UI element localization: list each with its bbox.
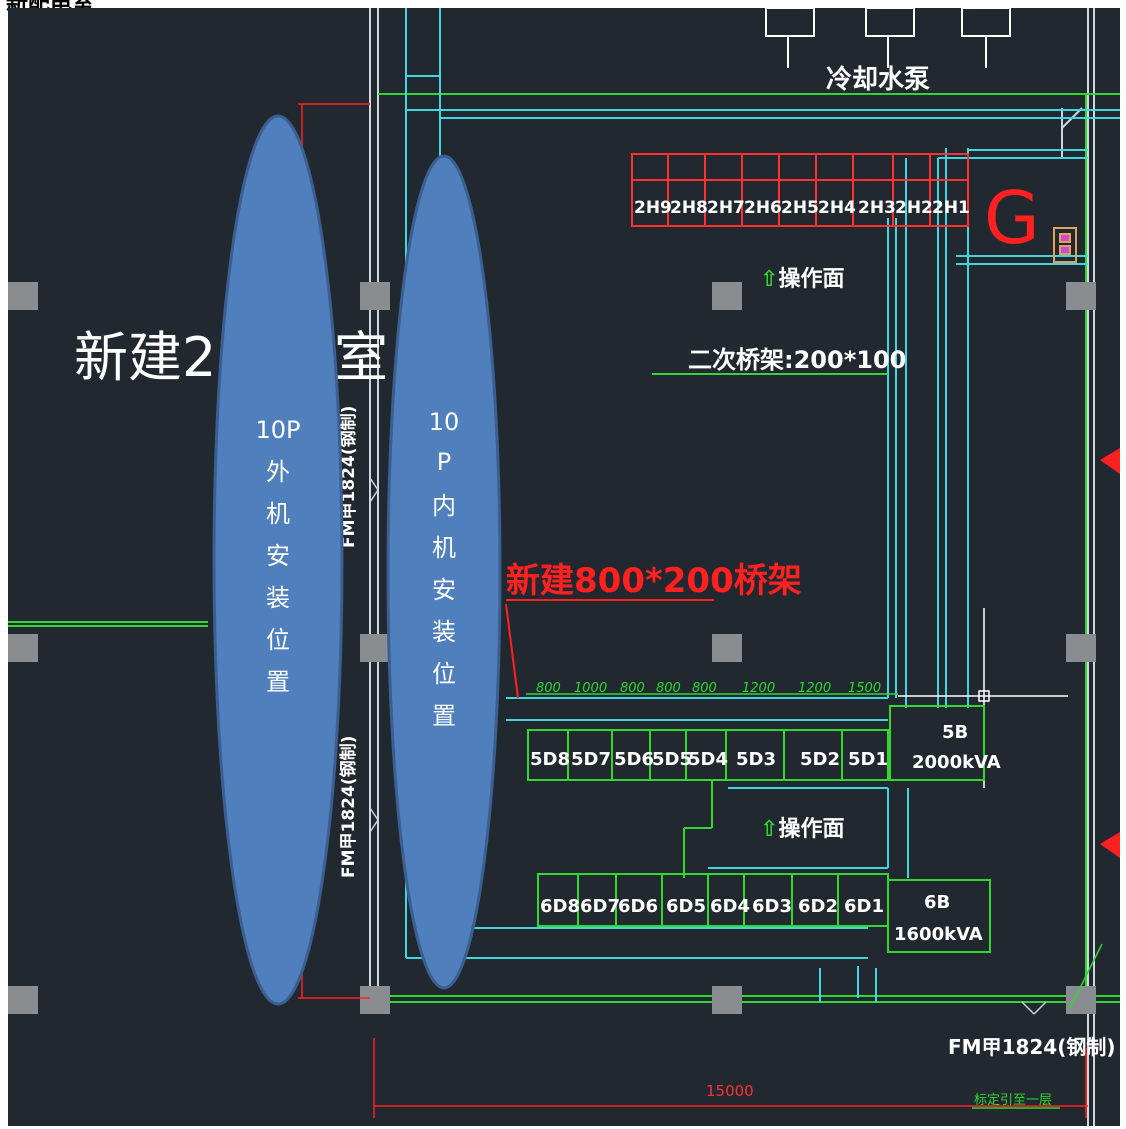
panel-row-5d [527, 705, 985, 878]
indoor-line-5: 安 [432, 576, 456, 604]
indoor-line-2: P [437, 448, 451, 476]
panel-5d4: 5D4 [688, 749, 728, 770]
indoor-line-8: 置 [432, 702, 456, 730]
indoor-unit-ellipse [386, 154, 502, 990]
structural-columns [8, 282, 1096, 1014]
bottom-dimension [373, 1038, 1088, 1118]
dim-7: 1200 [798, 681, 831, 696]
dim-1: 800 [536, 681, 561, 696]
operation-face-label-top: ⇧操作面 [760, 267, 844, 292]
indoor-line-3: 内 [432, 492, 456, 520]
outdoor-line-3: 机 [266, 500, 290, 528]
operation-face-text-bottom: 操作面 [778, 817, 844, 842]
cooling-pump-label: 冷却水泵 [826, 64, 930, 95]
outdoor-line-4: 安 [266, 542, 290, 570]
outdoor-unit-annotation: 10P 外 机 安 装 位 置 [212, 114, 344, 1006]
outdoor-line-2: 外 [266, 458, 290, 486]
outdoor-line-6: 位 [266, 626, 290, 654]
fire-door-left-label: FM甲1824(钢制) [338, 736, 359, 878]
equipment-icon-right [1053, 227, 1077, 263]
panel-row-6d [537, 873, 991, 953]
cooling-pump-boxes [765, 8, 1011, 68]
alarm-markers [1100, 448, 1120, 858]
panel-6d3: 6D3 [752, 896, 792, 917]
panel-row-2h [631, 153, 969, 227]
panel-labels-2h: 2H9 2H8 2H7 2H6 2H5 2H4 2H3 2H2 2H1 [634, 198, 970, 218]
dim-5: 800 [692, 681, 717, 696]
panel-2h1: 2H1 [932, 198, 970, 218]
dim-4: 800 [656, 681, 681, 696]
panel-2h3: 2H3 [858, 198, 896, 218]
panel-5d5: 5D5 [652, 749, 692, 770]
panel-labels-5d: 5D8 5D7 5D6 5D5 5D4 5D3 5D2 5D1 5B 2000k… [530, 722, 1001, 773]
green-boundary-lines [8, 93, 1120, 1008]
transformer-6b-name: 6B [924, 892, 950, 913]
panel-5d3: 5D3 [736, 749, 776, 770]
dim-3: 800 [620, 681, 645, 696]
indoor-line-7: 位 [432, 660, 456, 688]
door-symbol-left [369, 477, 379, 833]
transformer-6b-rating: 1600kVA [894, 924, 983, 945]
indoor-line-1: 10 [429, 408, 460, 436]
room-title-end: 室 [334, 326, 388, 389]
panel-2h8: 2H8 [670, 198, 708, 218]
panel-6d8: 6D8 [540, 896, 580, 917]
outdoor-line-1: 10P [255, 416, 300, 444]
operation-face-label-bottom: ⇧操作面 [760, 817, 844, 842]
panel-6d2: 6D2 [798, 896, 838, 917]
new-tray-label: 新建800*200桥架 [506, 561, 802, 601]
panel-6d1: 6D1 [844, 896, 884, 917]
panel-2h4: 2H4 [818, 198, 856, 218]
cable-trays [405, 8, 1120, 1002]
panel-labels-6d: 6D8 6D7 6D6 6D5 6D4 6D3 6D2 6D1 6B 1600k… [540, 892, 983, 945]
transformer-5b-name: 5B [942, 722, 968, 743]
secondary-tray-label: 二次桥架:200*100 [688, 346, 906, 374]
green-leader-line [1069, 943, 1103, 1009]
new-tray-leader [505, 603, 519, 699]
outdoor-line-5: 装 [266, 584, 290, 612]
panel-6d5: 6D5 [666, 896, 706, 917]
panel-5d6: 5D6 [614, 749, 654, 770]
indoor-line-4: 机 [432, 534, 456, 562]
panel-6d4: 6D4 [710, 896, 750, 917]
fire-door-bottom-label: FM甲1824(钢制) [948, 1035, 1116, 1059]
total-dimension-label: 15000 [706, 1082, 754, 1100]
transformer-5b-rating: 2000kVA [912, 752, 1001, 773]
panel-2h7: 2H7 [707, 198, 745, 218]
outdoor-unit-ellipse [212, 114, 344, 1006]
g-marker: G [984, 176, 1040, 260]
dimension-chain-labels: 800 1000 800 800 800 1200 1200 1500 [536, 681, 881, 696]
outdoor-line-7: 置 [266, 668, 290, 696]
panel-2h6: 2H6 [744, 198, 782, 218]
panel-2h2: 2H2 [895, 198, 933, 218]
panel-6d6: 6D6 [618, 896, 658, 917]
panel-2h9: 2H9 [634, 198, 672, 218]
floor-plan: 冷却水泵 [8, 8, 1120, 1126]
dim-2: 1000 [574, 681, 607, 696]
fire-door-upper-label: FM甲1824(钢制) [338, 406, 359, 548]
dim-6: 1200 [742, 681, 775, 696]
panel-5d2: 5D2 [800, 749, 840, 770]
panel-5d1: 5D1 [848, 749, 888, 770]
dim-8: 1500 [848, 681, 881, 696]
panel-5d8: 5D8 [530, 749, 570, 770]
door-symbol-bottom [1021, 1001, 1047, 1015]
panel-2h5: 2H5 [781, 198, 819, 218]
cad-drawing-canvas: 冷却水泵 [8, 8, 1120, 1126]
wall-lines [369, 8, 1095, 1126]
panel-5d7: 5D7 [571, 749, 611, 770]
operation-face-text-top: 操作面 [778, 267, 844, 292]
panel-6d7: 6D7 [580, 896, 620, 917]
indoor-unit-annotation: 10 P 内 机 安 装 位 置 [386, 154, 502, 990]
bottom-note: 标定引至一层 [974, 1093, 1052, 1108]
indoor-line-6: 装 [432, 618, 456, 646]
